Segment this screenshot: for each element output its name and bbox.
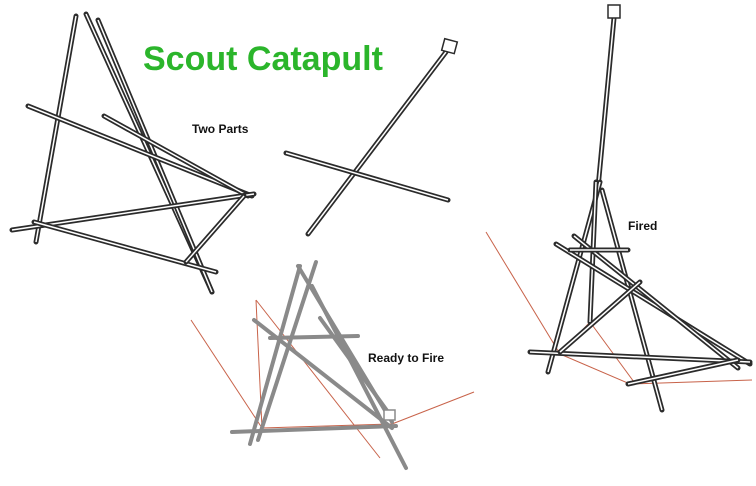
diagram-title: Scout Catapult	[143, 40, 383, 78]
pole	[571, 233, 741, 371]
pole	[248, 264, 302, 446]
bucket-box	[383, 409, 396, 421]
bucket-box	[440, 37, 459, 55]
arm-two-parts	[283, 37, 459, 237]
pole	[256, 260, 318, 442]
pole	[553, 241, 753, 367]
pole	[25, 103, 255, 199]
pole	[305, 49, 449, 237]
catapult-fired	[485, 4, 753, 413]
label-ready-to-fire: Ready to Fire	[368, 351, 444, 365]
pole	[9, 191, 257, 233]
pole	[318, 316, 390, 414]
pole	[310, 284, 408, 470]
pole	[268, 334, 360, 340]
pole	[31, 219, 219, 275]
pole	[33, 13, 79, 245]
pole	[283, 150, 451, 203]
bucket-box	[607, 4, 621, 19]
pole	[527, 349, 753, 365]
pole	[101, 113, 251, 199]
pole	[183, 193, 247, 265]
pole	[625, 357, 741, 387]
catapult-ready-to-fire	[190, 260, 475, 470]
pole	[230, 424, 398, 434]
label-fired: Fired	[628, 219, 657, 233]
pole	[557, 279, 643, 355]
label-two-parts: Two Parts	[192, 122, 249, 136]
pole	[595, 15, 617, 191]
pole	[599, 187, 665, 413]
frame-two-parts	[9, 11, 257, 295]
pole	[545, 179, 603, 375]
